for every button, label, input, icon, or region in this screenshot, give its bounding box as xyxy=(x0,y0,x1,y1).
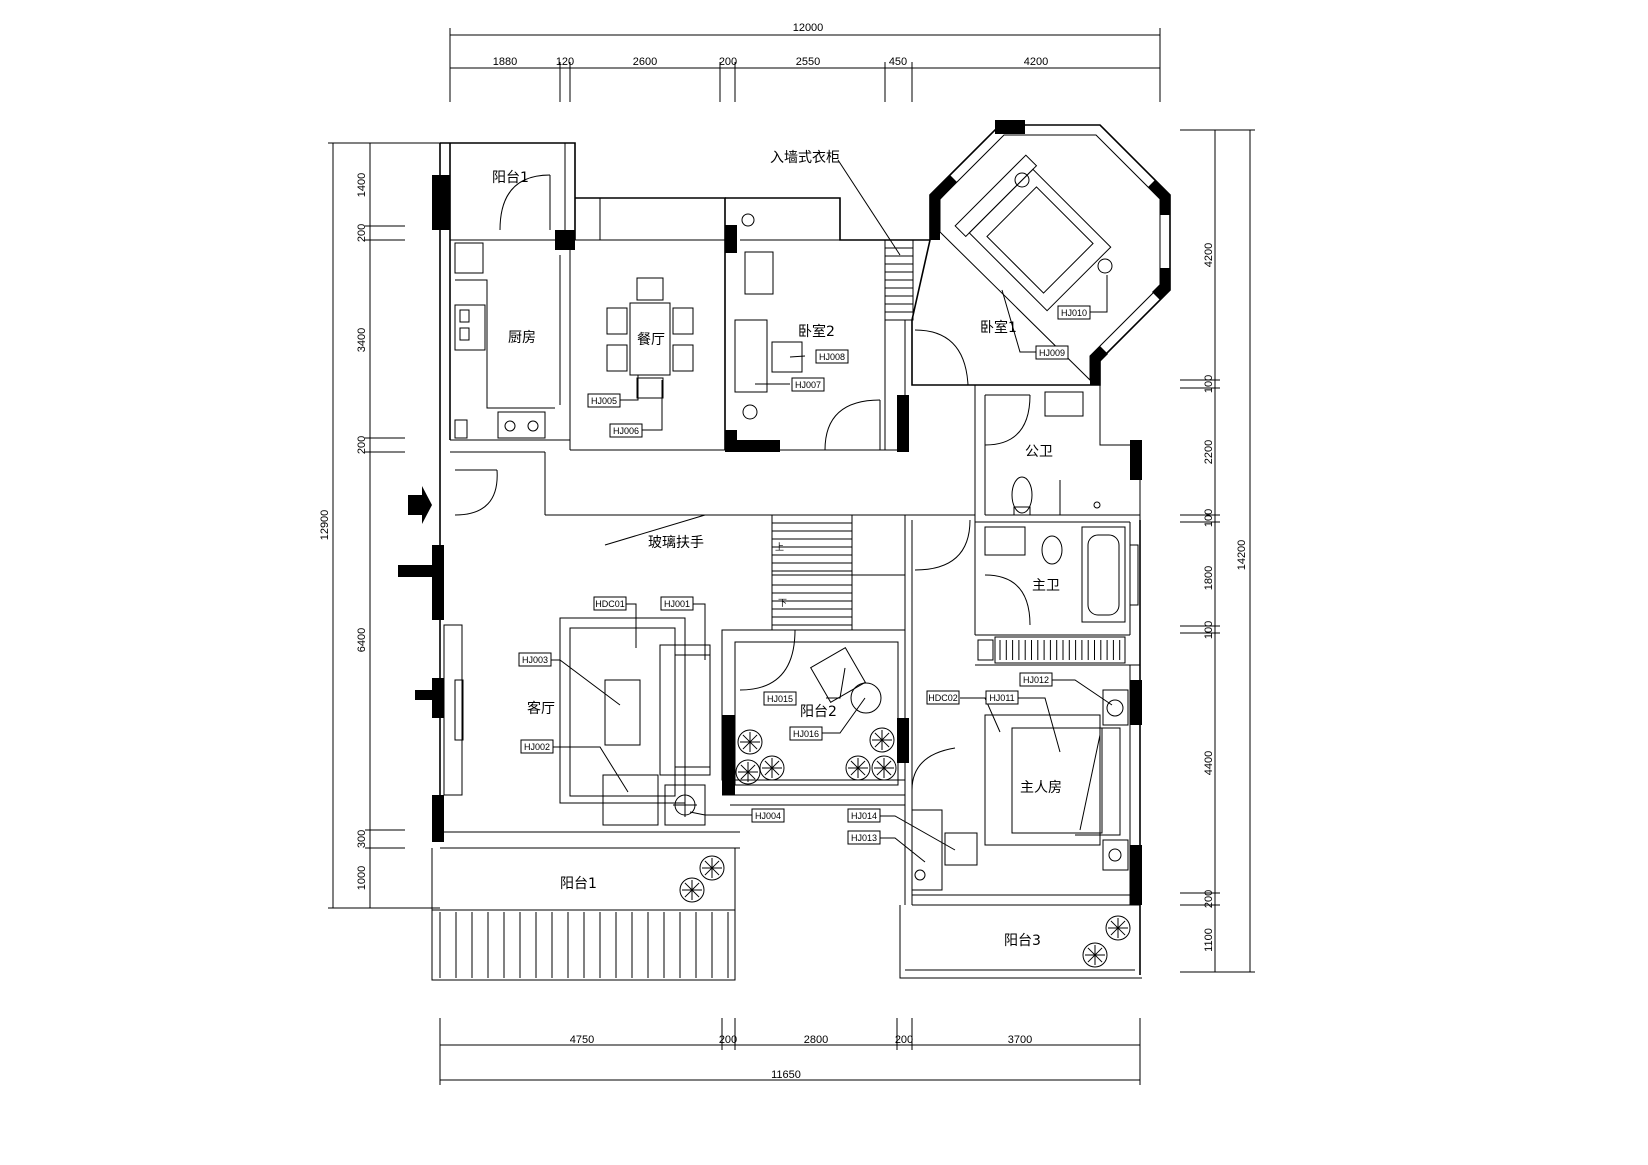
label-balcony3: 阳台3 xyxy=(1004,933,1041,949)
bottom-dim-1: 4750 xyxy=(570,1034,594,1046)
top-dim-4: 200 xyxy=(719,56,737,68)
tag-hj015: HJ015 xyxy=(767,694,793,704)
tag-hj016: HJ016 xyxy=(793,729,819,739)
wall-columns xyxy=(398,120,1170,905)
tag-hj007: HJ007 xyxy=(795,380,821,390)
right-dim-7: 4400 xyxy=(1203,751,1215,775)
left-dim-4: 200 xyxy=(356,436,368,454)
tag-hj005: HJ005 xyxy=(591,396,617,406)
right-dim-6: 100 xyxy=(1203,621,1215,639)
label-master-bedroom: 主人房 xyxy=(1020,780,1062,796)
wardrobe-strip xyxy=(884,239,914,321)
right-dimension: 4200 100 2200 100 1800 100 4400 200 1100… xyxy=(1180,129,1255,973)
left-dim-3: 3400 xyxy=(356,328,368,352)
label-living: 客厅 xyxy=(527,700,555,717)
svg-text:上: 上 xyxy=(775,542,784,552)
left-dim-5: 6400 xyxy=(356,628,368,652)
tag-hj008: HJ008 xyxy=(819,352,845,362)
leader-lines xyxy=(550,159,1113,863)
tag-hj013: HJ013 xyxy=(851,833,877,843)
svg-text:下: 下 xyxy=(778,598,787,608)
label-wardrobe: 入墙式衣柜 xyxy=(770,150,840,166)
label-balcony1: 阳台1 xyxy=(560,876,597,892)
right-dim-3: 2200 xyxy=(1203,440,1215,464)
right-dim-8: 200 xyxy=(1203,890,1215,908)
bottom-dim-3: 2800 xyxy=(804,1034,828,1046)
tag-hj014: HJ014 xyxy=(851,811,877,821)
right-dim-9: 1100 xyxy=(1203,928,1215,952)
top-dim-2: 120 xyxy=(556,56,574,68)
left-dimension: 1400 200 3400 200 6400 300 1000 12900 xyxy=(319,142,440,909)
label-bedroom2: 卧室2 xyxy=(798,323,835,340)
right-dim-4: 100 xyxy=(1203,509,1215,527)
doors xyxy=(454,174,1031,791)
right-total-dim: 14200 xyxy=(1236,540,1248,571)
right-dim-5: 1800 xyxy=(1203,566,1215,590)
left-dim-2: 200 xyxy=(356,224,368,242)
label-dining: 餐厅 xyxy=(637,332,665,348)
top-dimension: 12000 1880 120 2600 200 2550 450 4200 xyxy=(449,22,1161,102)
tag-hdc02: HDC02 xyxy=(928,693,958,703)
top-total-dim: 12000 xyxy=(793,22,824,34)
left-dim-6: 300 xyxy=(356,830,368,848)
tag-hj006: HJ006 xyxy=(613,426,639,436)
coffee-table xyxy=(604,679,641,746)
right-dim-1: 4200 xyxy=(1203,243,1215,267)
bottom-dim-4: 200 xyxy=(895,1034,913,1046)
bottom-dim-5: 3700 xyxy=(1008,1034,1032,1046)
staircase: 上 下 xyxy=(771,514,905,631)
label-bedroom1: 卧室1 xyxy=(980,319,1017,336)
tag-hj001: HJ001 xyxy=(664,599,690,609)
right-dim-2: 100 xyxy=(1203,375,1215,393)
top-dim-6: 450 xyxy=(889,56,907,68)
tag-hj002: HJ002 xyxy=(524,742,550,752)
label-balcony-top: 阳台1 xyxy=(492,170,529,186)
tag-boxes: HJ005 HJ006 HJ008 HJ007 HJ010 HJ009 HDC0… xyxy=(518,305,1091,845)
top-dim-3: 2600 xyxy=(633,56,657,68)
bottom-dimension: 4750 200 2800 200 3700 11650 xyxy=(439,1018,1141,1085)
top-dim-7: 4200 xyxy=(1024,56,1048,68)
tag-hj010: HJ010 xyxy=(1061,308,1087,318)
bottom-dim-2: 200 xyxy=(719,1034,737,1046)
tag-hj003: HJ003 xyxy=(522,655,548,665)
left-dim-1: 1400 xyxy=(356,173,368,197)
label-kitchen: 厨房 xyxy=(508,330,536,346)
tag-hdc01: HDC01 xyxy=(595,599,625,609)
walls xyxy=(431,124,1171,981)
tag-hj011: HJ011 xyxy=(989,693,1014,703)
tag-hj012: HJ012 xyxy=(1023,675,1049,685)
label-public-bath: 公卫 xyxy=(1025,444,1053,460)
top-dim-5: 2550 xyxy=(796,56,820,68)
left-dim-7: 1000 xyxy=(356,866,368,890)
tag-hj004: HJ004 xyxy=(755,811,781,821)
label-balcony2: 阳台2 xyxy=(800,704,837,720)
label-master-bath: 主卫 xyxy=(1032,578,1060,594)
furniture xyxy=(439,154,1139,978)
tag-hj009: HJ009 xyxy=(1039,348,1065,358)
bottom-total-dim: 11650 xyxy=(771,1069,801,1081)
armchair xyxy=(602,774,659,826)
label-glass-rail: 玻璃扶手 xyxy=(648,534,704,551)
left-total-dim: 12900 xyxy=(319,510,331,541)
top-dim-1: 1880 xyxy=(493,56,517,68)
dining-table xyxy=(629,302,671,376)
room-labels: 阳台1 厨房 餐厅 卧室2 入墙式衣柜 卧室1 公卫 主卫 玻璃扶手 客厅 阳台… xyxy=(492,150,1062,949)
